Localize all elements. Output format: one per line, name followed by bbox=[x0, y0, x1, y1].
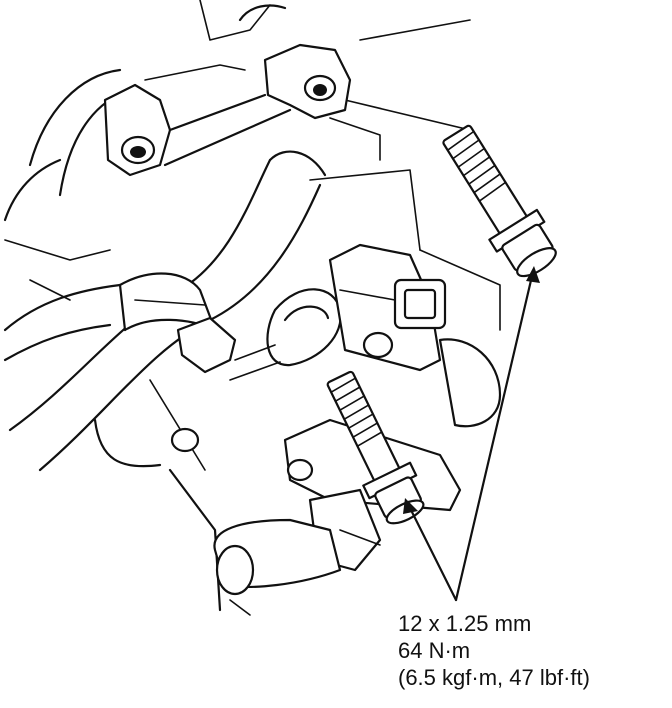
coolant-hose bbox=[8, 150, 327, 472]
upper-flange-bolt-icon bbox=[442, 124, 557, 278]
lower-solenoid-assembly bbox=[170, 418, 462, 616]
torque-spec-callout: 12 x 1.25 mm 64 N·m (6.5 kgf·m, 47 lbf·f… bbox=[398, 610, 668, 691]
torque-nm-label: 64 N·m bbox=[398, 638, 471, 663]
upper-mount-bracket bbox=[103, 43, 352, 177]
bolt-size-label: 12 x 1.25 mm bbox=[398, 611, 532, 636]
leader-arrow-icon bbox=[403, 266, 540, 602]
engine-housing-outline bbox=[3, 0, 501, 612]
sensor-connector bbox=[328, 243, 502, 428]
torque-alt-label: (6.5 kgf·m, 47 lbf·ft) bbox=[398, 665, 590, 690]
hose-clip bbox=[229, 288, 342, 381]
